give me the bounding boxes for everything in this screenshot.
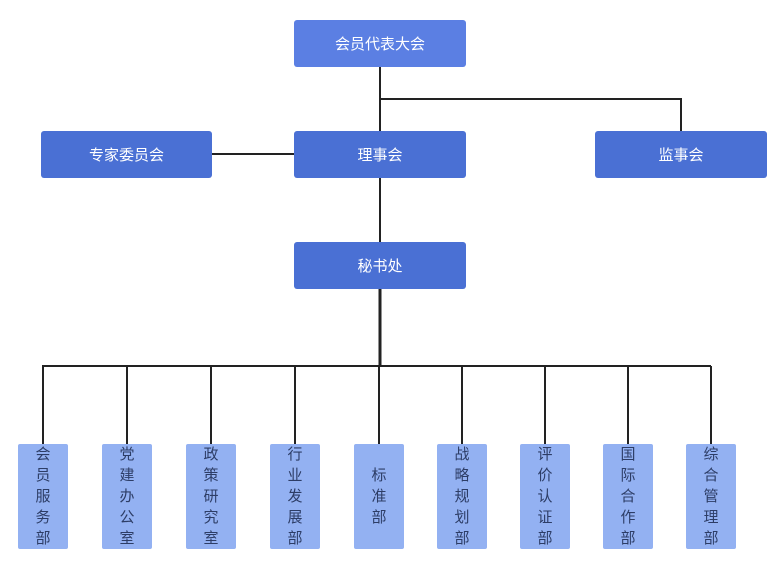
dept-label: 综合管理部: [703, 445, 719, 547]
dept-party-building: 党建办公室: [102, 444, 152, 549]
dept-label: 标准部: [371, 466, 387, 526]
dept-label: 政策研究室: [203, 445, 219, 547]
node-secretariat: 秘书处: [294, 242, 466, 289]
dept-label: 党建办公室: [119, 445, 135, 547]
dept-standards: 标准部: [354, 444, 404, 549]
dept-label: 行业发展部: [287, 445, 303, 547]
dept-strategic-planning: 战略规划部: [437, 444, 487, 549]
dept-evaluation-certification: 评价认证部: [520, 444, 570, 549]
dept-label: 战略规划部: [454, 445, 470, 547]
node-experts: 专家委员会: [41, 131, 212, 178]
dept-international-cooperation: 国际合作部: [603, 444, 653, 549]
dept-industry-development: 行业发展部: [270, 444, 320, 549]
node-council: 理事会: [294, 131, 466, 178]
dept-policy-research: 政策研究室: [186, 444, 236, 549]
dept-label: 会员服务部: [35, 445, 51, 547]
dept-general-management: 综合管理部: [686, 444, 736, 549]
node-supervisors: 监事会: [595, 131, 767, 178]
node-congress: 会员代表大会: [294, 20, 466, 67]
dept-member-services: 会员服务部: [18, 444, 68, 549]
dept-label: 国际合作部: [620, 445, 636, 547]
dept-label: 评价认证部: [537, 445, 553, 547]
connector-supervisors: [380, 98, 682, 131]
